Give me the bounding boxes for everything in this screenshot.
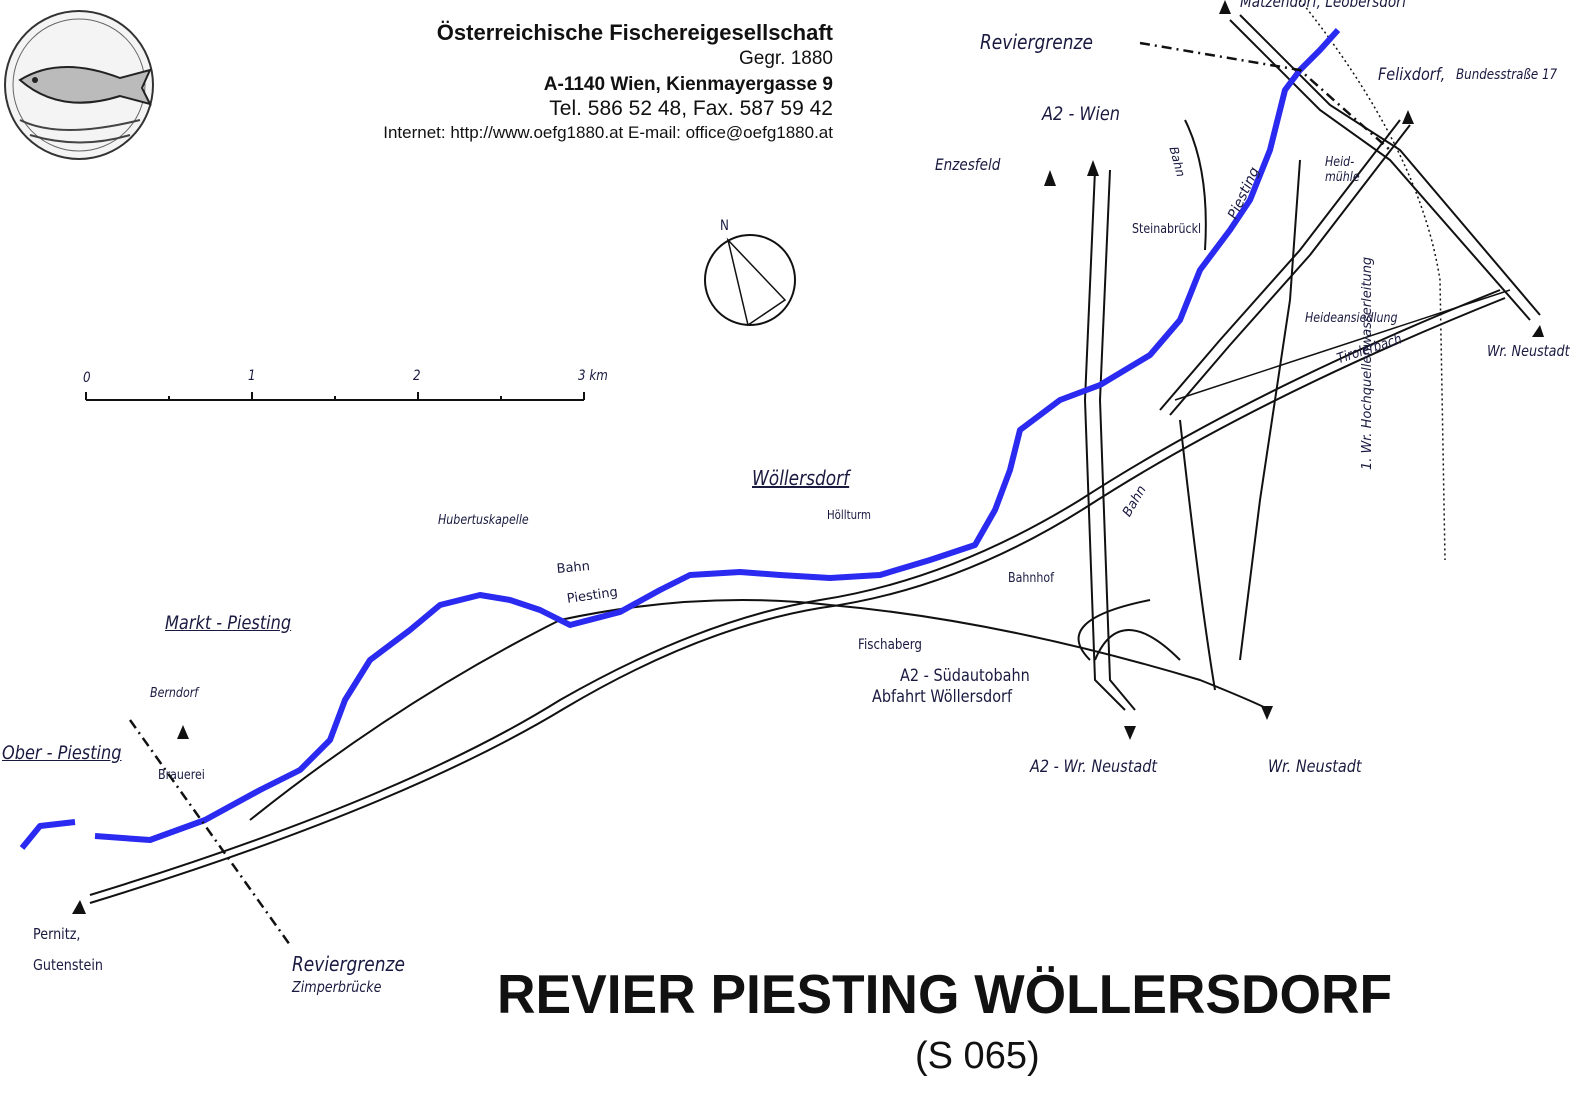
- label-brauerei: Brauerei: [158, 768, 205, 783]
- label-woellersdorf: Wöllersdorf: [752, 466, 850, 490]
- compass-north-label: N: [720, 218, 729, 234]
- direction-arrows: [72, 0, 1544, 914]
- scale-tick-label: 0: [83, 370, 91, 386]
- label-hubertuskapelle: Hubertuskapelle: [438, 513, 529, 528]
- label-felixdorf: Felixdorf,: [1378, 65, 1446, 85]
- label-matzendorf: Matzendorf, Leobersdorf: [1240, 0, 1407, 11]
- label-wr-neustadt-right: Wr. Neustadt: [1487, 342, 1570, 360]
- label-zimperbruecke: Zimperbrücke: [292, 978, 382, 996]
- arrow-a2-wien-icon: [1087, 160, 1099, 176]
- label-a2-suedautobahn: A2 - Südautobahn: [900, 666, 1030, 686]
- label-enzesfeld: Enzesfeld: [935, 155, 1001, 174]
- arrow-enzesfeld-icon: [1044, 170, 1056, 186]
- label-steinabrueckl: Steinabrückl: [1132, 222, 1202, 237]
- label-berndorf: Berndorf: [150, 686, 199, 701]
- arrow-felixdorf-icon: [1402, 110, 1414, 124]
- arrow-berndorf-icon: [177, 725, 189, 739]
- arrow-matzendorf-icon: [1219, 0, 1231, 14]
- phone-fax: Tel. 586 52 48, Fax. 587 59 42: [549, 97, 833, 120]
- label-a2-wr-neustadt: A2 - Wr. Neustadt: [1030, 757, 1158, 777]
- founded-year: Gegr. 1880: [738, 48, 833, 69]
- map-title: REVIER PIESTING WÖLLERSDORF: [497, 963, 1393, 1025]
- fish-icon: [18, 66, 152, 106]
- label-reviergrenze-bottom: Reviergrenze: [292, 952, 405, 976]
- label-wr-neustadt-bottom: Wr. Neustadt: [1268, 757, 1362, 777]
- label-abfahrt-woellersdorf: Abfahrt Wöllersdorf: [872, 687, 1013, 707]
- label-bahn-left: Bahn: [556, 559, 591, 577]
- arrow-pernitz-icon: [72, 900, 86, 914]
- arrow-wr-neustadt-bottom-icon: [1261, 706, 1273, 720]
- label-hochquellen: 1. Wr. Hochquellenwasserleitung: [1360, 256, 1375, 470]
- label-markt-piesting: Markt - Piesting: [165, 612, 292, 634]
- label-ober-piesting: Ober - Piesting: [2, 742, 122, 764]
- arrow-wr-neustadt-right-icon: [1532, 325, 1544, 337]
- label-pernitz: Pernitz,: [33, 925, 81, 943]
- roads: [89, 0, 1541, 904]
- label-heidmuehle: Heid- mühle: [1325, 155, 1360, 185]
- organization-name: Österreichische Fischereigesellschaft: [436, 20, 833, 45]
- address: A-1140 Wien, Kienmayergasse 9: [543, 74, 833, 95]
- compass-rose: [704, 234, 796, 327]
- river-piesting: [19, 27, 1341, 850]
- scale-tick-label: 3 km: [578, 368, 608, 384]
- map-code: (S 065): [915, 1035, 1040, 1077]
- label-bundesstrasse: Bundesstraße 17: [1456, 67, 1558, 83]
- scale-tick-label: 1: [248, 368, 256, 384]
- scale-bar: [85, 392, 585, 401]
- label-bahnhof: Bahnhof: [1008, 571, 1055, 586]
- label-gutenstein: Gutenstein: [33, 956, 104, 974]
- scale-tick-label: 2: [413, 368, 421, 384]
- label-heideansiedlung: Heideansiedlung: [1305, 311, 1398, 326]
- label-reviergrenze-top: Reviergrenze: [980, 30, 1093, 54]
- label-fischaberg: Fischaberg: [858, 637, 922, 653]
- web-email: Internet: http://www.oefg1880.at E-mail:…: [383, 123, 833, 142]
- label-a2-wien: A2 - Wien: [1042, 103, 1121, 125]
- label-hoellturm: Höllturm: [827, 508, 872, 522]
- arrow-a2-wr-neustadt-icon: [1124, 726, 1136, 740]
- logo-emblem: [4, 10, 154, 160]
- revier-boundary: [128, 41, 1391, 946]
